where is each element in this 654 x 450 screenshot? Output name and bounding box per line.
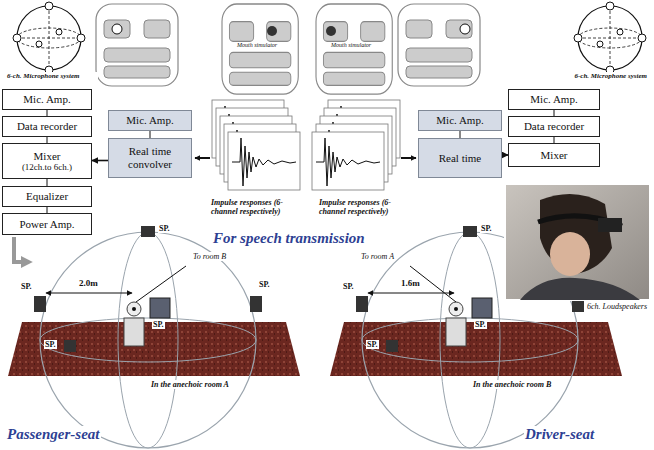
box-text: Real time convolver [113,145,187,170]
recorder-box: Data recorder [508,116,600,137]
photo-display [598,218,622,232]
box-text: Equalizer [26,190,68,203]
box-text: Mic. Amp. [23,93,70,106]
photo-shoulders [520,278,640,300]
mic-label: 6-ch. Microphone system [6,72,98,80]
seat-title: Passenger-seat [6,426,101,443]
leader-line [136,266,186,302]
microphone-position [460,24,470,34]
mixer-box: Mixer(12ch.to 6ch.) [2,143,92,179]
car-top-view [96,4,178,86]
speaker-label: SP. [20,282,33,291]
box-text: Real time [439,152,481,165]
room-label: In the anechoic room B [472,380,552,389]
seat-title: Driver-seat [524,426,595,443]
impulse-label: Impulse responses (6-channel respectivel… [210,198,310,216]
microphone-array [574,2,646,74]
amplifier-box: Power Amp. [2,213,92,235]
room-link: To room B [192,252,227,261]
room-link: To room A [360,252,395,261]
speaker-label: SP. [480,224,493,233]
amplifier-box: Mic. Amp. [508,89,600,110]
car-top-view [398,4,480,86]
signal-connector [460,131,461,138]
box-text: Mixer [34,150,61,163]
convolver-box: Real time convolver [108,138,192,178]
recorder-box: Data recorder [2,116,92,137]
convolver-box: Real time [418,138,502,178]
equalizer-box: Equalizer [2,186,92,207]
box-text: Mic. Amp. [126,114,173,127]
anechoic-room [8,226,300,448]
speaker-label: SP. [258,280,271,289]
box-text: Mic. Amp. [436,114,483,127]
signal-connector [47,179,48,186]
photo-ground [505,184,650,300]
speaker-label: SP. [474,320,487,329]
photo [505,184,650,300]
amplifier-box: Mic. Amp. [108,110,192,131]
car-top-view [222,4,298,94]
box-text: Power Amp. [20,218,75,231]
box-text: (12ch.to 6ch.) [22,162,72,172]
amplifier-box: Mic. Amp. [2,89,92,110]
mixer-box: Mixer [508,143,600,167]
signal-connector [150,131,151,138]
box-text: Mixer [541,149,568,162]
signal-arrow [195,157,210,159]
anechoic-room [330,226,622,448]
speaker-label: SP. [342,282,355,291]
simulator-label: Mouth simulator [236,42,278,49]
mic-label: 6-ch. Microphone system [558,72,648,80]
dimension: 2.0m [78,278,99,288]
signal-connector [92,160,108,162]
speaker-label: SP. [152,320,165,329]
mouth-simulator-symbol [326,26,336,36]
speaker-label: SP. [44,340,57,349]
car-top-view [316,4,392,94]
microphone-array [13,2,85,74]
impulse-response-stack [212,100,300,190]
simulator-label: Mouth simulator [330,42,372,49]
room-label: In the anechoic room A [150,380,230,389]
signal-arrow [401,157,416,159]
impulse-card [312,132,384,190]
output-arrow [14,237,28,262]
speaker-label: SP. [366,340,379,349]
impulse-card [228,132,300,190]
section-title: For speech transmission [212,230,402,247]
photo-face [550,232,590,276]
impulse-label: Impulse responses (6-channel respectivel… [318,198,418,216]
amplifier-box: Mic. Amp. [418,110,502,131]
loudspeaker-label: 6ch. Loudspeakers [584,302,648,311]
mouth-simulator-symbol [267,26,277,36]
speaker-label: SP. [158,224,171,233]
box-text: Data recorder [17,120,77,133]
microphone-position [112,24,122,34]
box-text: Mic. Amp. [530,93,577,106]
box-text: Data recorder [524,120,584,133]
impulse-response-stack [312,100,400,190]
dimension: 1.6m [400,278,421,288]
